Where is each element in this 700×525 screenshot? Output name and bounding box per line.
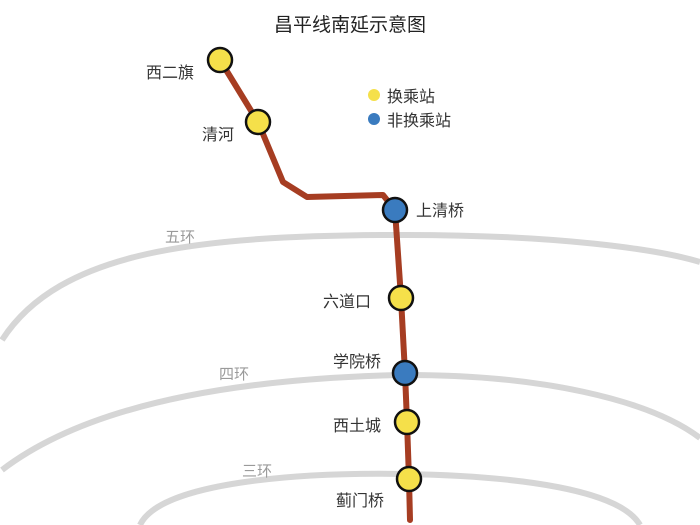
ring-road-4th [0, 371, 700, 473]
station-marker-liudaokou [387, 284, 415, 312]
ring-label-4th: 四环 [219, 365, 250, 383]
legend: 换乘站 非换乘站 [368, 83, 451, 131]
station-marker-qinghe [244, 108, 272, 136]
legend-swatch-transfer [368, 89, 380, 101]
station-marker-shangqingqiao [381, 196, 409, 224]
station-label-jimenqiao: 蓟门桥 [336, 491, 385, 510]
legend-item-transfer: 换乘站 [368, 83, 451, 107]
station-label-liudaokou: 六道口 [323, 292, 372, 311]
legend-label-non-transfer: 非换乘站 [387, 111, 452, 130]
ring-road-3rd [137, 470, 643, 525]
station-label-shangqingqiao: 上清桥 [416, 201, 465, 220]
station-label-xierqi: 西二旗 [146, 63, 195, 82]
legend-swatch-non-transfer [368, 113, 380, 125]
legend-item-non-transfer: 非换乘站 [368, 107, 451, 131]
station-label-xitucheng: 西土城 [333, 416, 382, 435]
station-marker-xitucheng [393, 408, 421, 436]
ring-road-5th [0, 231, 700, 342]
station-marker-jimenqiao [395, 465, 423, 493]
legend-label-transfer: 换乘站 [387, 87, 436, 106]
station-dots [206, 46, 423, 493]
station-label-qinghe: 清河 [202, 125, 235, 144]
map-title: 昌平线南延示意图 [273, 14, 426, 36]
station-label-xueyuanqiao: 学院桥 [333, 352, 382, 371]
station-marker-xierqi [206, 46, 234, 74]
station-marker-xueyuanqiao [391, 359, 419, 387]
ring-label-3rd: 三环 [242, 462, 273, 480]
ring-label-5th: 五环 [165, 228, 196, 246]
